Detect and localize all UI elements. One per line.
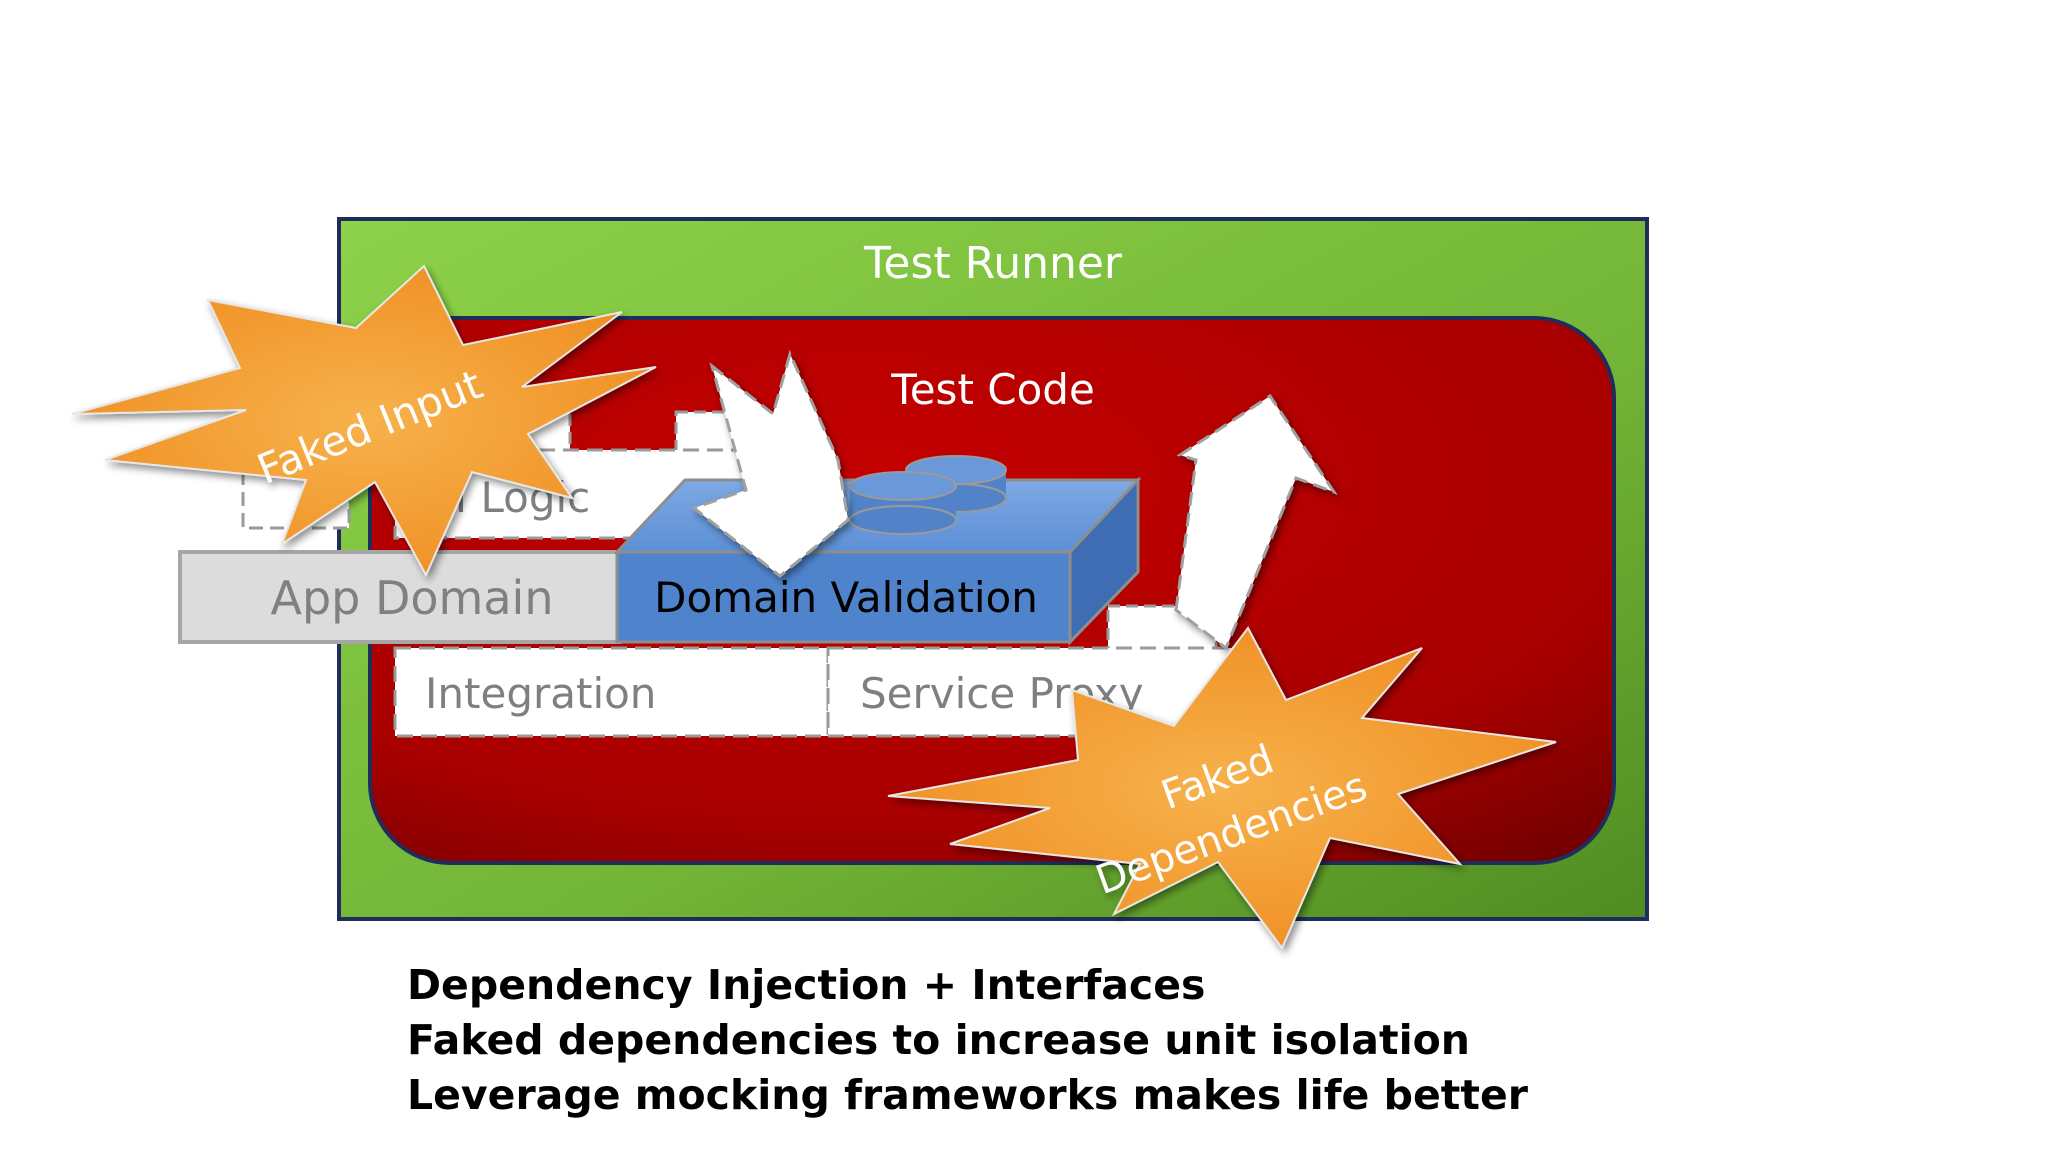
app-domain-block: App Domain	[178, 550, 622, 644]
bullet-item: Leverage mocking frameworks makes life b…	[407, 1071, 1529, 1119]
bullet-list: Dependency Injection + Interfaces Faked …	[407, 958, 1907, 1123]
domain-validation-block: Domain Validation	[613, 455, 1142, 646]
brick-stud	[849, 471, 957, 535]
bullet-item: Faked dependencies to increase unit isol…	[407, 1016, 1470, 1064]
bullet-item: Dependency Injection + Interfaces	[407, 961, 1206, 1009]
integration-block: Integration	[393, 646, 830, 738]
integration-label: Integration	[425, 669, 656, 718]
test-runner-label: Test Runner	[863, 238, 1123, 289]
output-arrow-icon	[1174, 393, 1338, 651]
test-code-label: Test Code	[890, 365, 1095, 414]
faked-input-starburst: Faked Input	[71, 264, 657, 578]
input-arrow-icon	[690, 349, 850, 578]
domain-validation-label: Domain Validation	[654, 573, 1038, 622]
app-domain-label: App Domain	[271, 571, 554, 625]
